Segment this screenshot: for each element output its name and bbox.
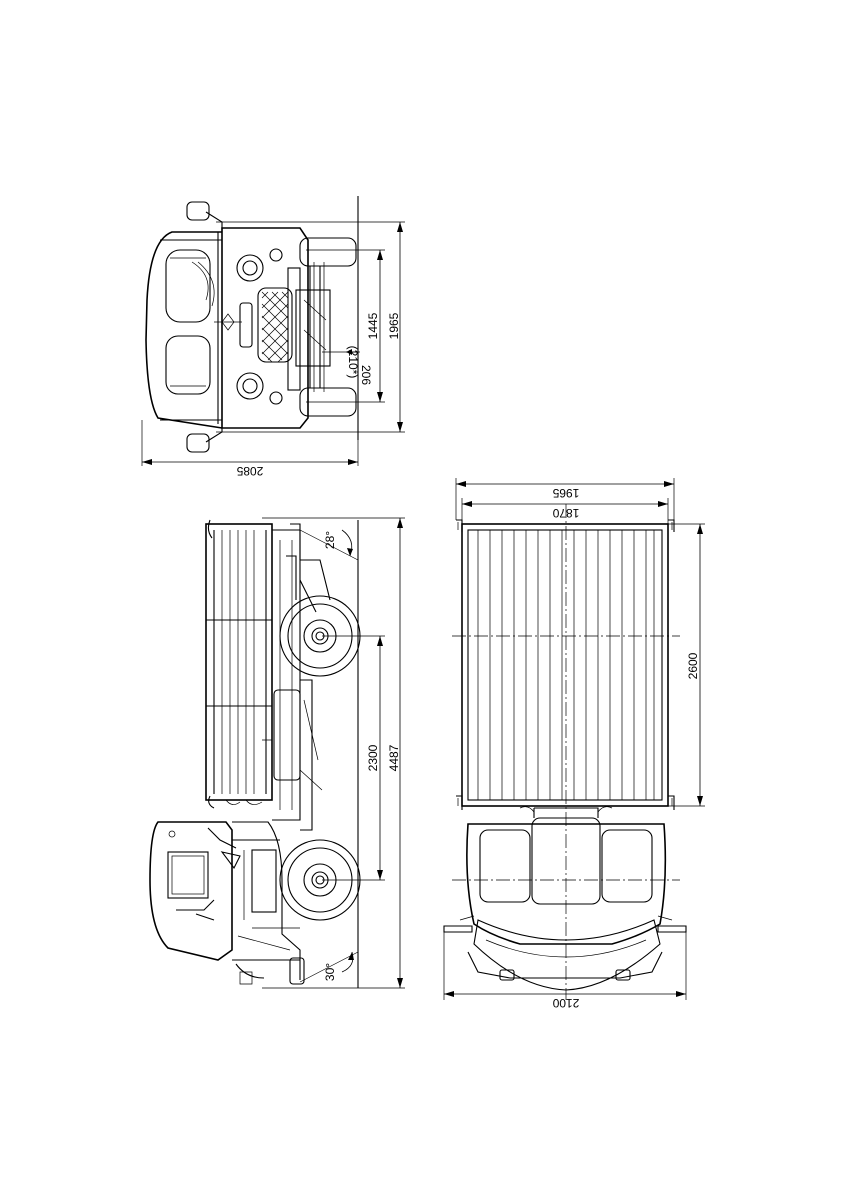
top-view (444, 478, 705, 1000)
dim-overall-length-4487: 4487 (387, 744, 401, 771)
dim-front-width-2085: 2085 (236, 464, 263, 478)
dim-platform-width-1870: 1870 (552, 506, 579, 520)
dim-platform-length-2600: 2600 (686, 652, 700, 679)
dim-approach-angle: 30° (323, 963, 337, 981)
dim-ground-clearance-alt: (210*) (346, 346, 360, 379)
dim-ground-clearance-206: 206 (359, 365, 373, 385)
dim-departure-angle: 28° (323, 531, 337, 549)
dim-wheelbase-2300: 2300 (366, 744, 380, 771)
dim-mirror-width-2100: 2100 (552, 996, 579, 1010)
dim-front-height-1965: 1965 (387, 312, 401, 339)
dim-top-width-1965: 1965 (552, 486, 579, 500)
dim-front-height-1445: 1445 (366, 312, 380, 339)
